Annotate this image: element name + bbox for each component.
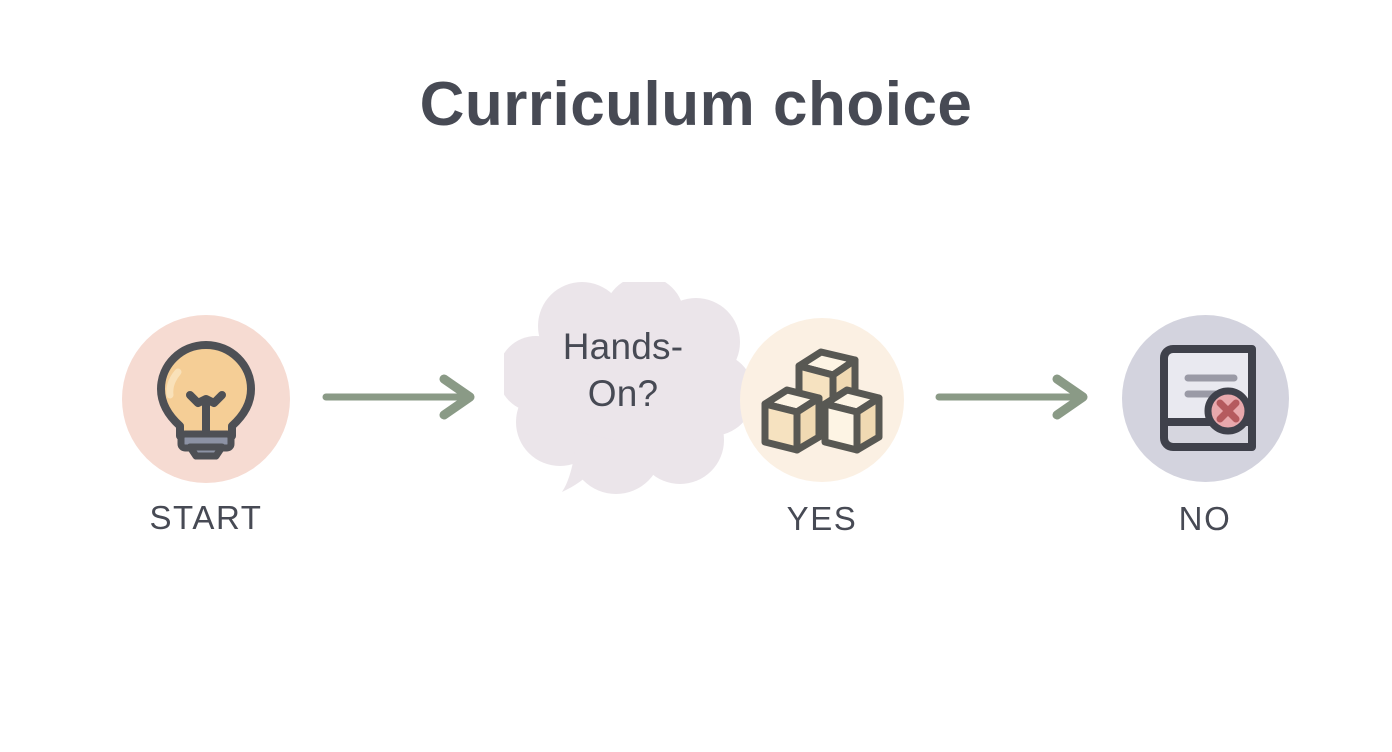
flow-node-label-start: START bbox=[149, 499, 263, 536]
decision-label-line-1: Hands- bbox=[562, 326, 684, 367]
flow-arrow-1 bbox=[322, 374, 482, 429]
lightbulb-icon bbox=[150, 337, 262, 461]
flow-arrow-2 bbox=[935, 374, 1095, 429]
flow-node-label-no: NO bbox=[1178, 500, 1232, 537]
flow-node-decision[interactable]: Hands- On? bbox=[498, 276, 754, 494]
building-blocks-icon bbox=[757, 342, 887, 458]
speech-bubble-icon bbox=[498, 276, 754, 499]
book-with-x-icon bbox=[1150, 344, 1262, 454]
no-icon-circle bbox=[1122, 315, 1289, 482]
flow-node-label-decision: Hands- On? bbox=[504, 324, 742, 418]
yes-icon-circle bbox=[740, 318, 904, 482]
page-title: Curriculum choice bbox=[419, 70, 973, 139]
flow-node-label-yes: YES bbox=[786, 500, 858, 537]
start-icon-circle bbox=[122, 315, 290, 483]
decision-label-line-2: On? bbox=[587, 372, 659, 414]
